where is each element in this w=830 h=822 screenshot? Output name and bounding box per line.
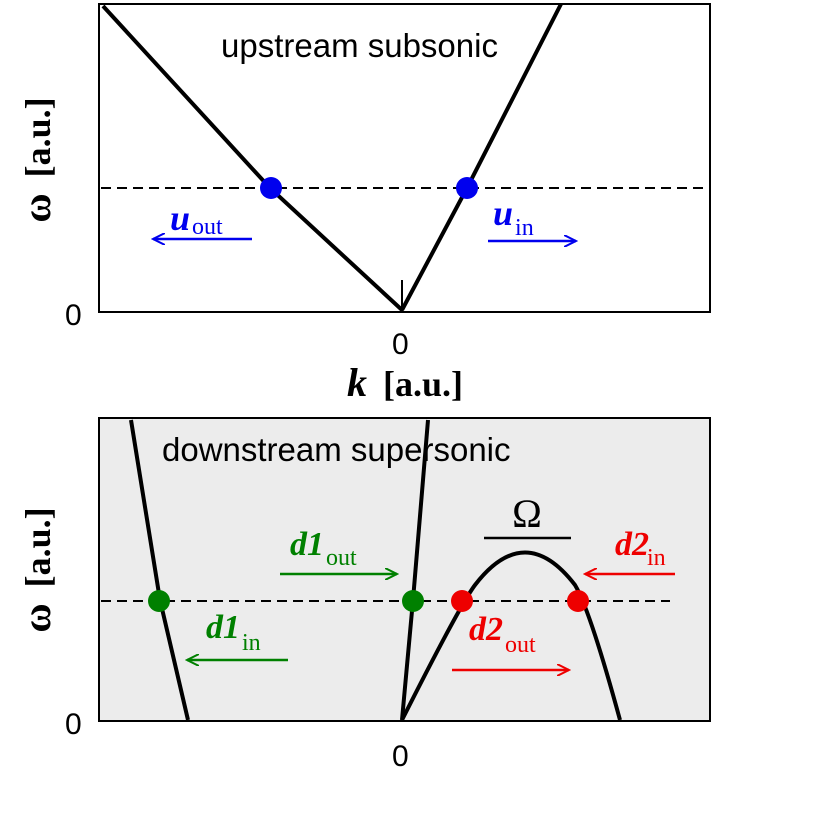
bottom-panel-title: downstream supersonic [162, 431, 511, 468]
u-in-point [456, 177, 478, 199]
x-unit: [a.u.] [383, 364, 463, 404]
d1-in-point [148, 590, 170, 612]
d1-out-main: d1 [290, 526, 324, 563]
u-out-label: uout [170, 198, 223, 240]
top-y-zero-label: 0 [65, 299, 82, 332]
d1-out-point [402, 590, 424, 612]
bottom-y-zero-label: 0 [65, 708, 82, 741]
d2-branch [400, 550, 622, 721]
x-symbol: k [347, 360, 367, 405]
u-in-sub: in [515, 215, 534, 241]
top-y-symbol: ω [14, 193, 59, 222]
svg-text:ω[a.u.]: ω [a.u.] [14, 507, 59, 632]
svg-text:ω[a.u.]: ω [a.u.] [14, 97, 59, 222]
d2-in-main: d2 [615, 526, 649, 563]
d2-in-label: d2in [615, 526, 666, 571]
d2-in-point [567, 590, 589, 612]
d1-out-label: d1out [290, 526, 357, 571]
d2-in-sub: in [647, 545, 666, 571]
d2-out-point [451, 590, 473, 612]
top-y-unit: [a.u.] [18, 97, 58, 177]
u-out-main: u [170, 198, 190, 238]
top-panel: upstream subsonic uout uin 0 0 ω[a.u.] k… [14, 3, 711, 405]
bottom-x-zero-label: 0 [392, 740, 409, 773]
top-panel-title: upstream subsonic [221, 27, 498, 64]
d1-out-sub: out [326, 545, 357, 571]
bottom-y-unit: [a.u.] [18, 507, 58, 587]
d1-in-main: d1 [206, 609, 240, 646]
d2-out-label: d2out [469, 611, 536, 658]
top-panel-frame [98, 3, 711, 313]
bottom-panel-frame [98, 417, 711, 722]
d2-out-sub: out [505, 632, 536, 658]
bottom-panel: Ω downstream supersonic d1out d1in d2in … [14, 417, 711, 773]
top-x-zero-label: 0 [392, 328, 409, 361]
u-out-sub: out [192, 214, 223, 240]
u-in-label: uin [493, 193, 534, 241]
x-axis-label: k [a.u.] [347, 360, 463, 405]
d1-in-sub: in [242, 630, 261, 656]
bottom-y-axis-label: ω [a.u.] [14, 507, 59, 632]
d2-out-main: d2 [469, 611, 503, 648]
omega-label: Ω [512, 491, 542, 536]
bottom-y-symbol: ω [14, 603, 59, 632]
u-out-point [260, 177, 282, 199]
u-in-main: u [493, 193, 513, 233]
top-y-axis-label: ω [a.u.] [14, 97, 59, 222]
d1-in-label: d1in [206, 609, 261, 656]
